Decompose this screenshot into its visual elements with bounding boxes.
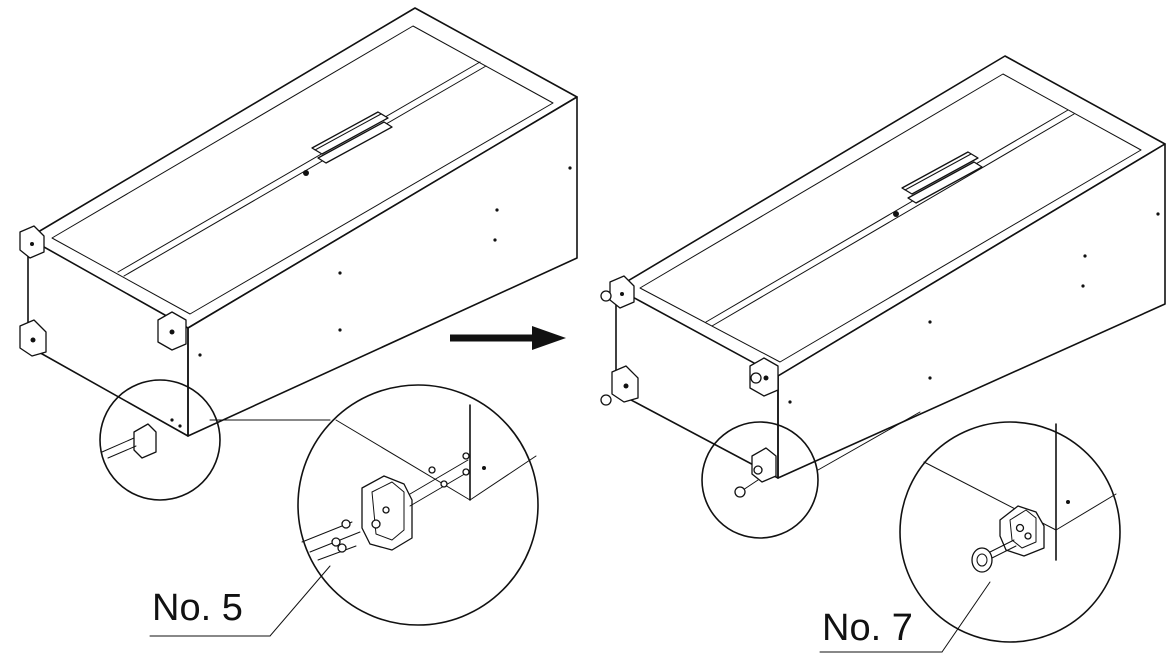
corner-bracket-top-left (19, 225, 45, 259)
cabinet-left (19, 7, 578, 501)
screw (309, 531, 361, 553)
zoom-circle-small-right (701, 421, 819, 539)
detail-circle-left (297, 384, 539, 626)
step-arrow (450, 326, 566, 350)
screw (301, 519, 353, 543)
part-label-no5: No. 5 (152, 587, 243, 629)
corner-bracket-bottom-left (19, 319, 47, 357)
callout-right: No. 7 (819, 581, 991, 653)
corner-bracket-front (749, 357, 779, 397)
corner-bracket-front (157, 311, 187, 351)
screw (317, 543, 357, 561)
bracket-at-corner (101, 418, 182, 459)
corner-bracket-top-left (600, 275, 635, 309)
bracket-with-foot (734, 447, 777, 498)
corner-bracket-bottom-left (600, 365, 639, 406)
cabinet-right (600, 55, 1166, 539)
detail-circle-right (899, 421, 1121, 643)
part-label-no7: No. 7 (822, 607, 913, 649)
leveling-foot (971, 539, 1017, 573)
zoom-circle-small-left (99, 379, 221, 501)
callout-left: No. 5 (149, 565, 331, 637)
